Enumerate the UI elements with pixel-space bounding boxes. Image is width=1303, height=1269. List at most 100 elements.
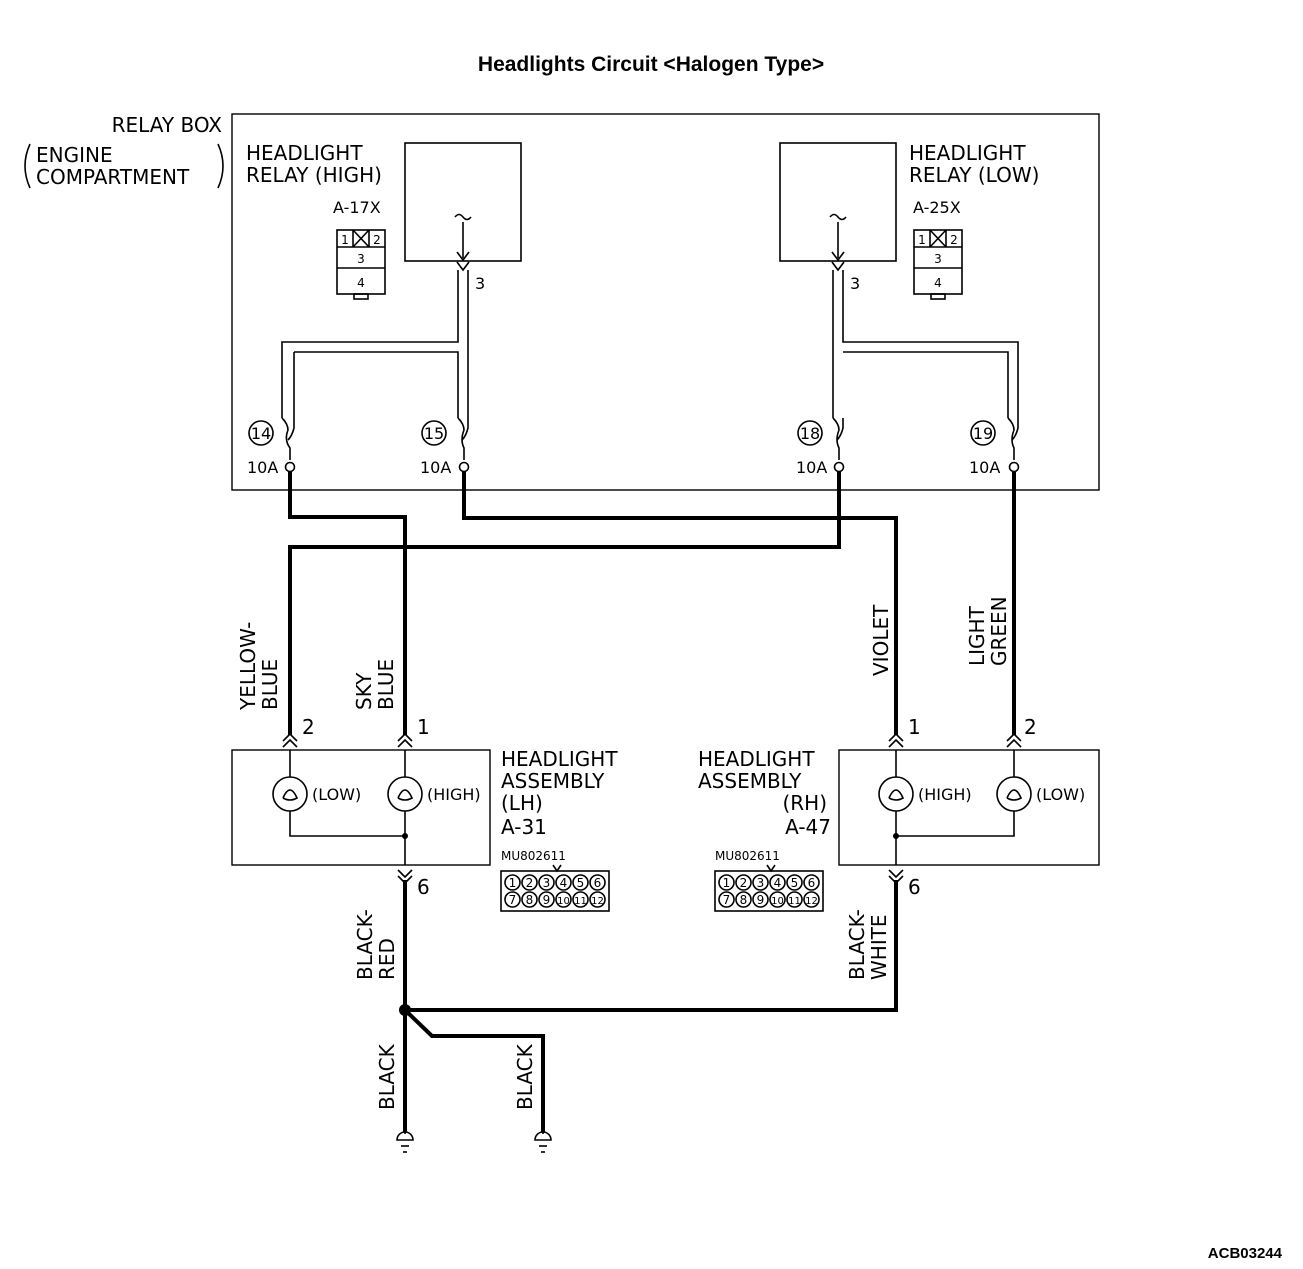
connector-pin [538,874,555,891]
connector-key [552,864,562,873]
headlight-connector-arrows [282,732,1022,885]
relay-low-connector-face: 1 2 3 4 [913,229,963,300]
connector-pin-number: 6 [808,876,816,890]
fuse-14-rating: 10A [247,458,278,477]
connector-pin-number: 2 [526,876,534,890]
connector-pin-number: 2 [740,876,748,890]
label-black-red-1: BLACK- [353,909,377,980]
connector-pin [521,874,538,891]
headlight-lh: 2 1 6 (LOW) (HIGH) HEADLIGHT ASSEMBLY (L… [231,715,618,912]
connector-pin-number: 6 [594,876,602,890]
headlight-rh-name2: ASSEMBLY [698,769,802,793]
label-black-1: BLACK [375,1043,399,1110]
relay-high-connector: A-17X [333,198,381,217]
connector-pin [504,891,521,908]
headlight-lh-high-label: (HIGH) [427,785,481,804]
connector-pin [735,891,752,908]
relay-high-coil-symbol [454,213,472,221]
relay-high-connector-face: 1 2 3 4 [336,229,386,300]
relay-high: HEADLIGHT RELAY (HIGH) A-17X 1 2 3 4 3 [246,141,522,300]
label-sky-blue-2: BLUE [374,659,398,710]
relay-low-pin-4: 4 [934,276,942,290]
figure-code: ACB03244 [1208,1245,1283,1262]
connector-pin [752,891,769,908]
fuse-18: 18 10A [796,417,845,477]
connector-pin [572,874,589,891]
connector-pin [538,891,555,908]
bulb-icon [387,776,423,812]
headlight-rh-low-label: (LOW) [1036,785,1085,804]
connector-outline [714,870,824,912]
headlight-rh-frame [838,749,1100,866]
label-black-2: BLACK [513,1043,537,1110]
connector-pin-number: 7 [723,893,731,907]
headlight-rh-high-label: (HIGH) [918,785,972,804]
ground-splice [399,1004,411,1016]
connector-pin-number: 4 [560,876,568,890]
relay-low: HEADLIGHT RELAY (LOW) A-25X 1 2 3 4 3 [779,141,1039,300]
relay-low-terminal: 3 [850,274,860,293]
wire-yellow-blue [288,472,841,735]
connector-pin-number: 7 [509,893,517,907]
bracket-right [217,143,224,189]
connector-pin [786,891,803,908]
connector-pin-number: 3 [543,876,551,890]
wire-labels: YELLOW- BLUE SKY BLUE VIOLET LIGHT GREEN… [236,596,1011,1110]
connector-pin [769,891,786,908]
connector-pin-number: 1 [723,876,731,890]
connector-pin [718,891,735,908]
headlight-rh-side: (RH) [782,791,827,815]
headlight-lh-name1: HEADLIGHT [501,747,618,771]
connector-pin-number: 1 [509,876,517,890]
fuse-19-rating: 10A [969,458,1000,477]
connector-pin [572,891,589,908]
fuse-14: 14 10A [247,417,296,477]
connector-pin-number: 8 [740,893,748,907]
headlight-rh-connector: A-47 [785,815,831,839]
connector-pin-number: 9 [543,893,551,907]
label-light-green-2: GREEN [987,596,1011,666]
connector-pin-number: 4 [774,876,782,890]
headlight-rh-pin-ground: 6 [908,875,921,899]
connector-pin [803,874,820,891]
fuse-18-number: 18 [800,424,820,443]
relay-box-label: RELAY BOX [112,113,223,137]
relay-box-sub1: ENGINE [36,143,113,167]
headlight-lh-side: (LH) [501,791,543,815]
relay-high-name2: RELAY (HIGH) [246,163,382,187]
connector-pin [555,891,572,908]
connector-pin-number: 12 [805,896,818,907]
bulb-icon [878,776,914,812]
label-black-white-2: WHITE [867,914,891,980]
connector-pin [589,891,606,908]
connector-pin [521,891,538,908]
fuse-15-rating: 10A [420,458,451,477]
connector-pin-number: 5 [577,876,585,890]
connector-pin-number: 8 [526,893,534,907]
relay-high-pin-2: 2 [373,233,381,247]
wire-black-ground-2 [403,1008,545,1132]
bracket-left [24,143,31,189]
headlight-lh-frame [231,749,491,866]
wire-sky-blue [288,472,407,735]
label-black-white-1: BLACK- [845,909,869,980]
label-violet: VIOLET [869,604,893,676]
headlight-lh-pin-low: 2 [302,715,315,739]
fuse-18-rating: 10A [796,458,827,477]
connector-pin-number: 10 [771,896,784,907]
connector-pin [555,874,572,891]
relay-low-pin-2: 2 [950,233,958,247]
headlight-lh-part-no: MU802611 [501,849,566,863]
headlight-lh-name2: ASSEMBLY [501,769,605,793]
headlight-rh-part-no: MU802611 [715,849,780,863]
connector-pin-number: 10 [557,896,570,907]
label-black-red-2: RED [375,938,399,980]
relay-low-connector: A-25X [913,198,961,217]
relay-low-name2: RELAY (LOW) [909,163,1039,187]
relay-box-sub2: COMPARTMENT [36,165,190,189]
headlight-lh-pin-high: 1 [417,715,430,739]
relay-low-name1: HEADLIGHT [909,141,1026,165]
